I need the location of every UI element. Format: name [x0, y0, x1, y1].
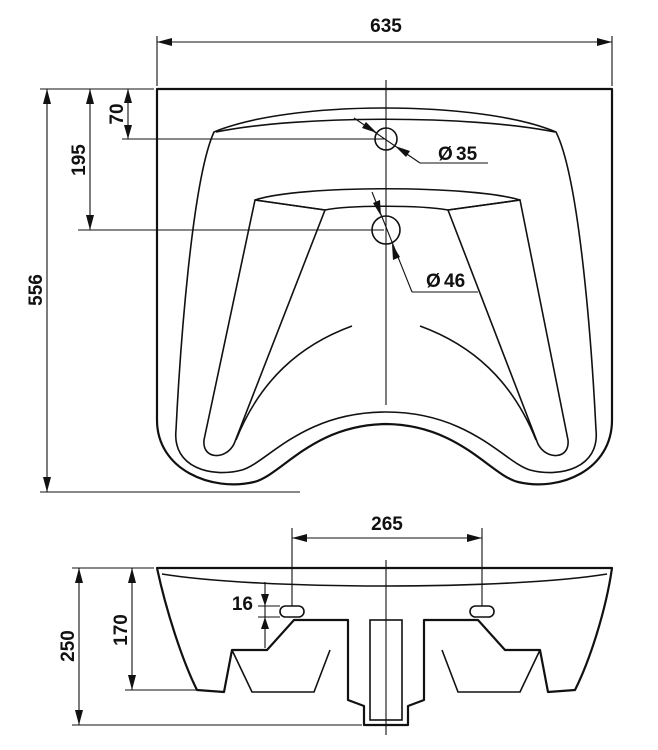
- depth-arrow-bottom: [43, 477, 51, 492]
- tap-deck-line: [215, 118, 556, 133]
- tap-offset-arrow-bottom: [124, 125, 132, 139]
- fixing-height-arrow-bottom: [128, 675, 136, 690]
- dim-waste-diameter: 46: [444, 271, 465, 292]
- tap-hole-arrow-2: [395, 146, 410, 157]
- right-wing: [446, 199, 569, 457]
- side-outline: [155, 566, 614, 727]
- back-ledge: [254, 187, 521, 211]
- dim-fixing-centres: 265: [371, 514, 403, 535]
- left-skirt: [231, 649, 331, 693]
- side-view: [155, 528, 614, 735]
- right-inner-curve: [419, 325, 537, 441]
- tap-hole-diameter-symbol: Ø: [438, 144, 453, 165]
- tap-hole-leader: [353, 117, 421, 164]
- top-view: [155, 80, 614, 486]
- waste-arrow-2: [392, 244, 400, 260]
- fixing-slot-left: [279, 605, 305, 618]
- basin-outer-outline: [155, 87, 614, 486]
- slot-arrow-bottom: [261, 617, 269, 629]
- waste-diameter-symbol: Ø: [426, 271, 441, 292]
- slot-arrow-top: [261, 594, 269, 606]
- left-inner-curve: [235, 325, 353, 441]
- height-arrow-top: [75, 568, 83, 583]
- fixing-centres-arrow-right: [467, 534, 482, 542]
- fixing-height-arrow-top: [128, 568, 136, 583]
- right-skirt: [441, 649, 541, 693]
- waste-offset-arrow-bottom: [86, 215, 94, 230]
- dim-tap-hole-diameter: 35: [456, 144, 478, 165]
- dim-overall-width: 635: [370, 16, 402, 37]
- tap-offset-arrow-top: [124, 89, 132, 103]
- left-wing: [203, 199, 327, 457]
- height-arrow-bottom: [75, 710, 83, 725]
- waste-offset-arrow-top: [86, 89, 94, 104]
- depth-arrow-top: [43, 89, 51, 104]
- dim-fixing-height: 170: [111, 614, 132, 646]
- side-dimensions: 265 16 170 250: [58, 514, 482, 726]
- side-rim-line: [161, 573, 608, 587]
- tap-hole-arrow-1: [362, 122, 377, 133]
- waste-arrow-1: [373, 200, 381, 216]
- dim-waste-offset: 195: [69, 144, 90, 176]
- fixing-centres-arrow-left: [292, 534, 307, 542]
- width-arrow-right: [597, 38, 612, 46]
- top-dimensions: 635 556 70 195 Ø 35 Ø 46: [26, 16, 613, 493]
- dim-overall-height: 250: [58, 630, 79, 662]
- width-arrow-left: [157, 38, 172, 46]
- dim-fixing-slot-height: 16: [232, 594, 253, 615]
- dim-tap-hole-offset: 70: [107, 103, 128, 124]
- dim-overall-depth: 556: [26, 274, 47, 306]
- fixing-slot-right: [469, 605, 495, 618]
